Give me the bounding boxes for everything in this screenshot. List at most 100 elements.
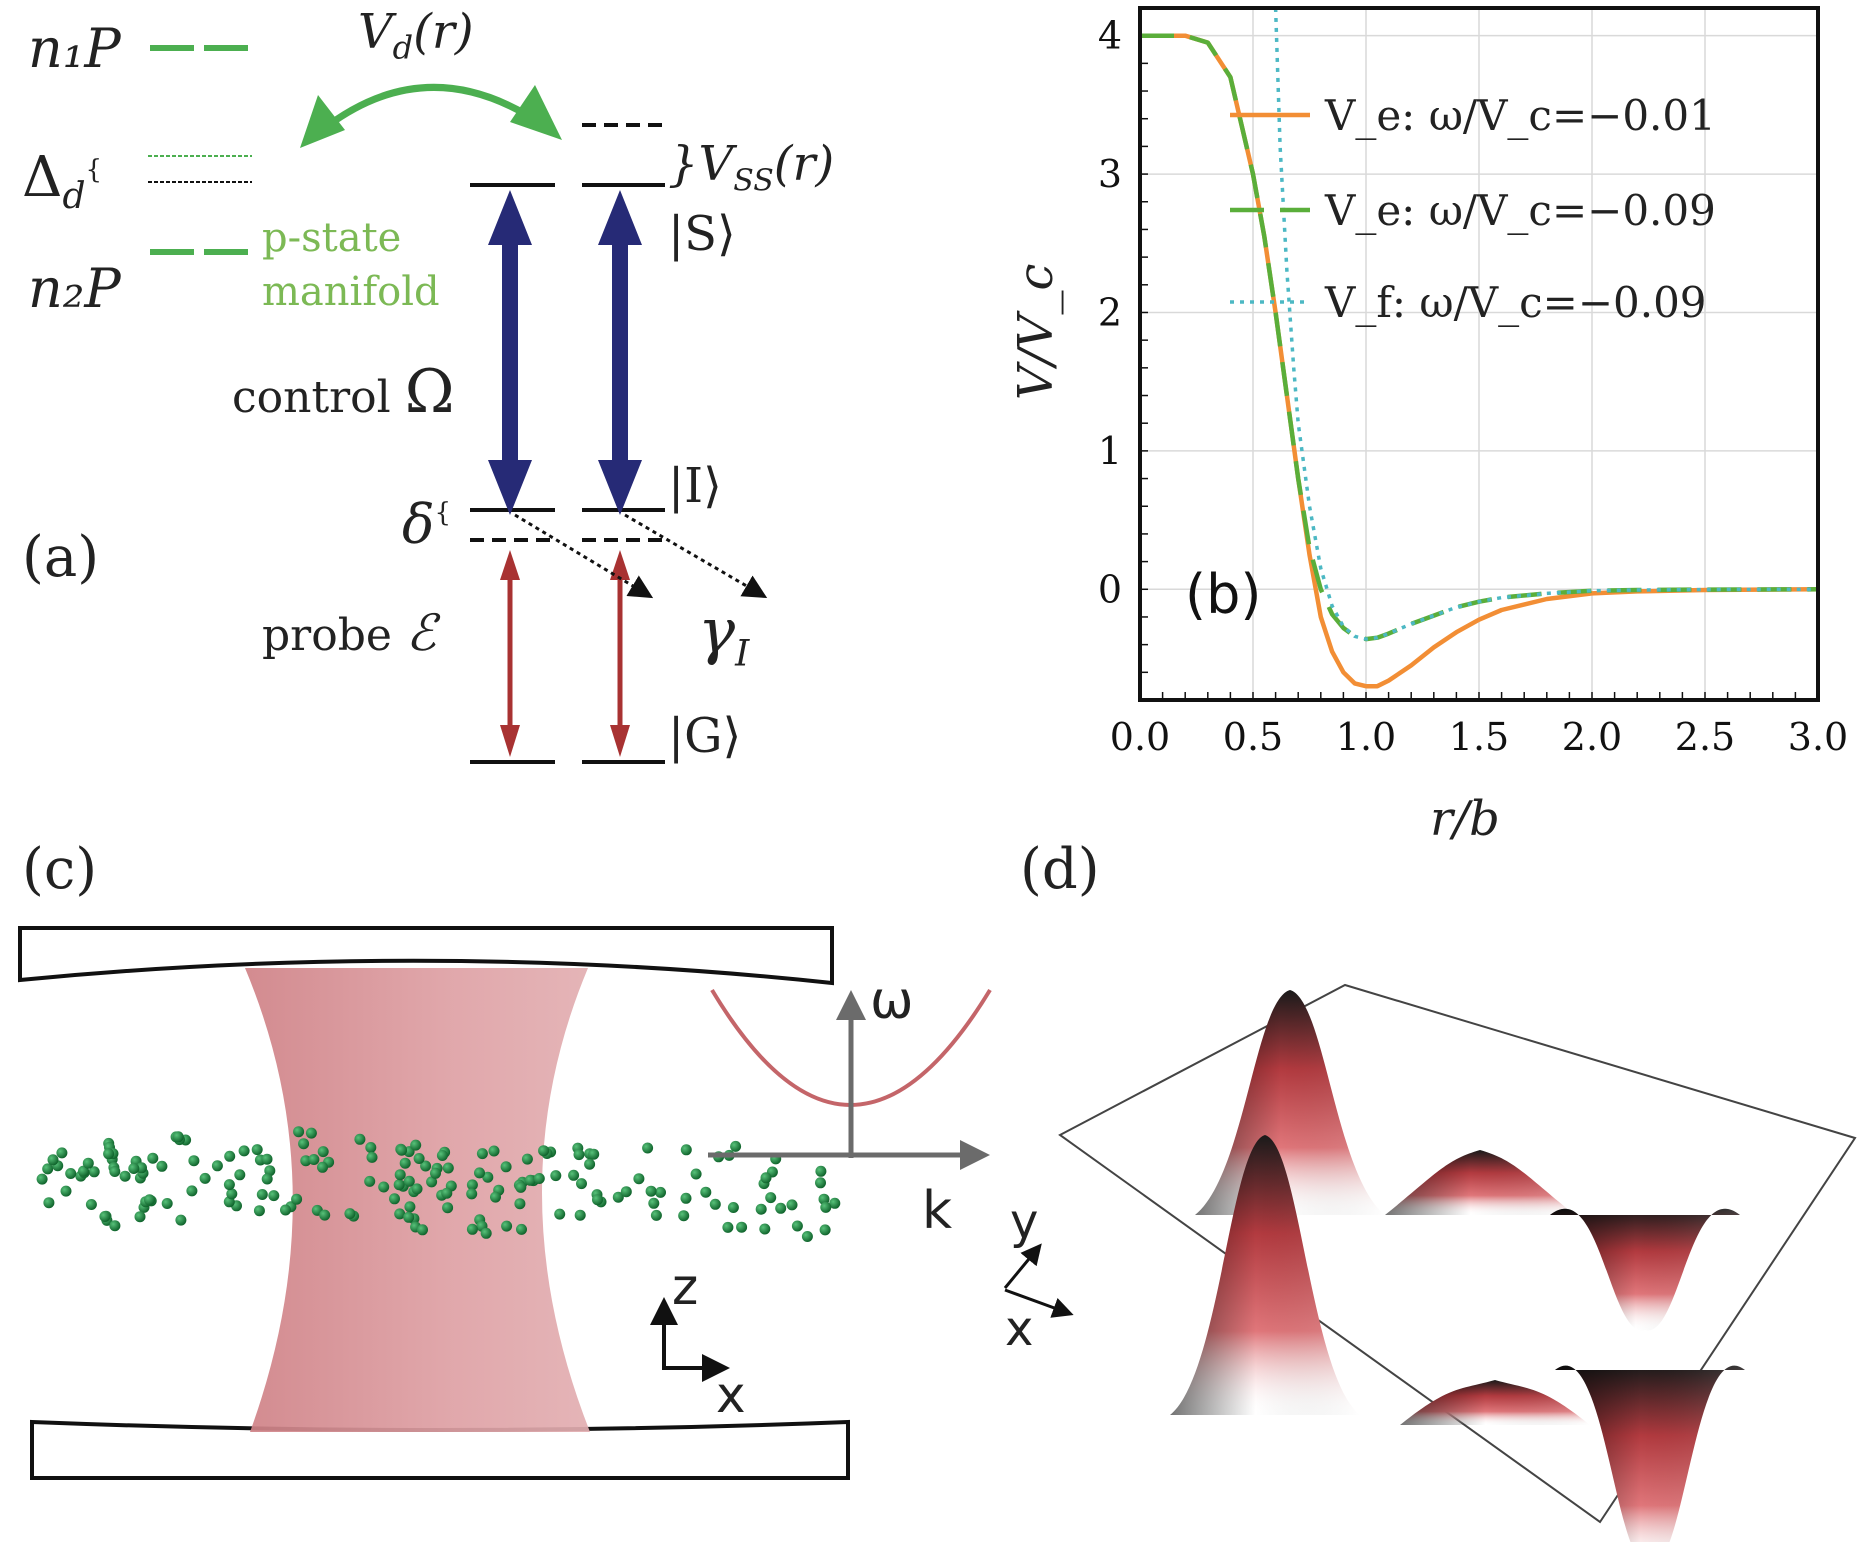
delta-label: δ{	[402, 498, 451, 552]
omega-axis-label: ω	[870, 971, 914, 1031]
atom	[42, 1163, 54, 1175]
atom	[147, 1152, 159, 1164]
atom	[188, 1155, 200, 1167]
atom	[399, 1157, 411, 1169]
atom-cloud	[36, 1126, 841, 1242]
atom	[291, 1193, 303, 1205]
y-tick-label-3: 3	[1098, 152, 1122, 196]
cavity-beam	[245, 968, 590, 1432]
delta-d-symbol: Δ	[22, 145, 63, 210]
atom	[765, 1192, 777, 1204]
atom	[819, 1224, 831, 1236]
atom	[442, 1162, 454, 1174]
atom	[319, 1209, 331, 1221]
atom	[775, 1202, 787, 1214]
atom	[573, 1149, 585, 1161]
atom	[261, 1173, 273, 1185]
atom	[251, 1144, 263, 1156]
atom	[592, 1194, 603, 1206]
atom	[815, 1165, 827, 1177]
atom	[82, 1157, 94, 1169]
pstate-label-line1: p-state	[262, 215, 402, 261]
delta-d-brace: {	[85, 155, 103, 185]
control-word: control	[232, 372, 391, 423]
atom	[161, 1198, 173, 1209]
vss-label: }VSS(r)	[668, 140, 834, 197]
atom	[650, 1209, 662, 1221]
atom	[223, 1179, 235, 1191]
atom	[550, 1170, 562, 1182]
atom	[298, 1138, 310, 1150]
atom	[426, 1176, 438, 1188]
atom	[466, 1179, 478, 1191]
atom	[476, 1148, 488, 1160]
atom	[36, 1173, 48, 1185]
atom	[47, 1154, 59, 1166]
x-tick-label-0: 0.0	[1110, 715, 1170, 759]
atom	[389, 1193, 400, 1205]
panel-label-a: (a)	[22, 525, 100, 590]
panel-d-surface	[1003, 983, 1857, 1542]
legend-entry-3: V_f: ω/V_c=−0.09	[1325, 278, 1707, 327]
delta-d-subscript: d	[62, 176, 86, 218]
atom	[829, 1197, 841, 1209]
atom	[238, 1145, 250, 1157]
vd-argument: (r)	[413, 4, 474, 60]
atom	[156, 1160, 168, 1172]
dispersion-inset	[708, 988, 992, 1170]
legend-entry-2: V_e: ω/V_c=−0.09	[1325, 186, 1716, 235]
control-arrowhead-up-right	[598, 190, 642, 245]
probe-arrowhead-up-right	[610, 550, 630, 580]
series-line-3	[1273, 7, 1819, 641]
delta-symbol: δ	[402, 493, 435, 556]
atom	[490, 1191, 501, 1203]
ket-g-label: |G⟩	[668, 708, 742, 764]
x-axis-label-d: x	[1005, 1301, 1034, 1357]
delta-brace: {	[434, 498, 452, 528]
atom	[88, 1166, 100, 1178]
atom	[633, 1173, 645, 1185]
atom	[364, 1175, 376, 1187]
atom	[317, 1146, 329, 1158]
atom	[815, 1177, 826, 1189]
x-tick-label-4: 2.0	[1562, 715, 1622, 759]
vd-arrowhead-left	[300, 95, 345, 148]
density-peak-shade-3	[1550, 1208, 1740, 1331]
atom	[85, 1199, 97, 1210]
atom	[680, 1192, 692, 1204]
atom	[554, 1208, 566, 1220]
atom	[128, 1163, 140, 1174]
atom	[678, 1210, 690, 1222]
atom	[411, 1183, 423, 1195]
atom	[253, 1205, 265, 1217]
density-peak-shade-1	[1195, 990, 1385, 1215]
atom	[612, 1191, 624, 1203]
atom	[645, 1185, 657, 1197]
atom	[466, 1188, 478, 1200]
atom	[394, 1169, 406, 1181]
x-axis-label-c: x	[716, 1366, 746, 1424]
control-arrow-shaft-left	[502, 235, 518, 470]
gamma-label: γI	[698, 600, 749, 672]
atom	[482, 1171, 494, 1183]
n2p-label: n₂P	[28, 257, 121, 320]
panel-label-c: (c)	[22, 837, 98, 902]
atom	[175, 1214, 187, 1226]
atom	[366, 1151, 378, 1163]
atom	[501, 1220, 513, 1232]
n1p-label: n₁P	[28, 17, 121, 80]
atom	[500, 1161, 512, 1173]
atom	[700, 1186, 712, 1198]
atom	[378, 1181, 390, 1193]
x-axis-title: r/b	[1430, 791, 1500, 847]
x-axis-arrow-d	[1004, 1288, 1074, 1318]
atom	[403, 1175, 415, 1187]
delta-d-label: Δd{	[22, 150, 102, 215]
atom	[109, 1166, 121, 1177]
atom	[760, 1172, 772, 1184]
atom	[436, 1150, 448, 1161]
vd-arrowhead-right	[510, 85, 562, 140]
atom	[574, 1209, 586, 1221]
atom	[43, 1197, 55, 1209]
density-peak-shade-2	[1385, 1150, 1575, 1215]
